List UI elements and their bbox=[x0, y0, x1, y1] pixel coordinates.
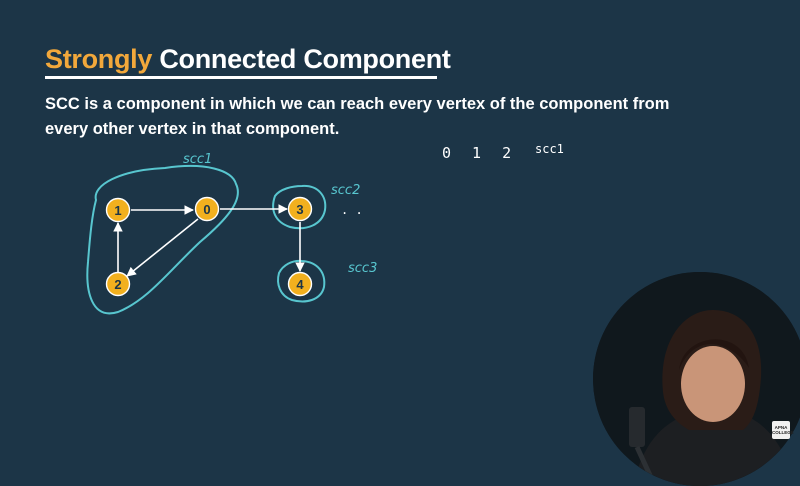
node-1-label: 1 bbox=[114, 203, 121, 218]
scc3-boundary bbox=[277, 259, 326, 303]
handwritten-sequence: 0 1 2 bbox=[442, 144, 517, 162]
scc2-label: scc2 bbox=[331, 183, 360, 198]
node-3-label: 3 bbox=[296, 202, 303, 217]
graph-diagram: 1 0 2 3 4 scc1 scc2 scc3 . . 0 1 2 scc1 bbox=[86, 142, 564, 315]
handwritten-sequence-label: scc1 bbox=[535, 142, 564, 156]
scc1-boundary bbox=[86, 165, 239, 315]
edge-0-to-2 bbox=[126, 218, 199, 277]
handwritten-dots: . . bbox=[341, 203, 363, 217]
presenter-video bbox=[593, 272, 800, 486]
title-highlight-word: Strongly bbox=[45, 44, 153, 74]
channel-logo: APNA COLLEGE bbox=[772, 421, 794, 439]
title-rest: Connected Component bbox=[159, 44, 451, 74]
node-4: 4 bbox=[287, 271, 313, 297]
title-underline bbox=[45, 76, 437, 79]
node-4-label: 4 bbox=[296, 277, 304, 292]
slide-title: Strongly Connected Component bbox=[45, 44, 451, 75]
webcam-overlay bbox=[593, 272, 800, 486]
scc3-label: scc3 bbox=[348, 261, 377, 276]
node-0: 0 bbox=[194, 196, 220, 222]
node-3: 3 bbox=[287, 196, 313, 222]
node-2-label: 2 bbox=[114, 277, 121, 292]
slide-description: SCC is a component in which we can reach… bbox=[45, 95, 670, 138]
node-0-label: 0 bbox=[203, 202, 210, 217]
scc1-label: scc1 bbox=[183, 152, 212, 167]
scc2-boundary bbox=[272, 184, 327, 230]
node-2: 2 bbox=[105, 271, 131, 297]
node-1: 1 bbox=[105, 197, 131, 223]
